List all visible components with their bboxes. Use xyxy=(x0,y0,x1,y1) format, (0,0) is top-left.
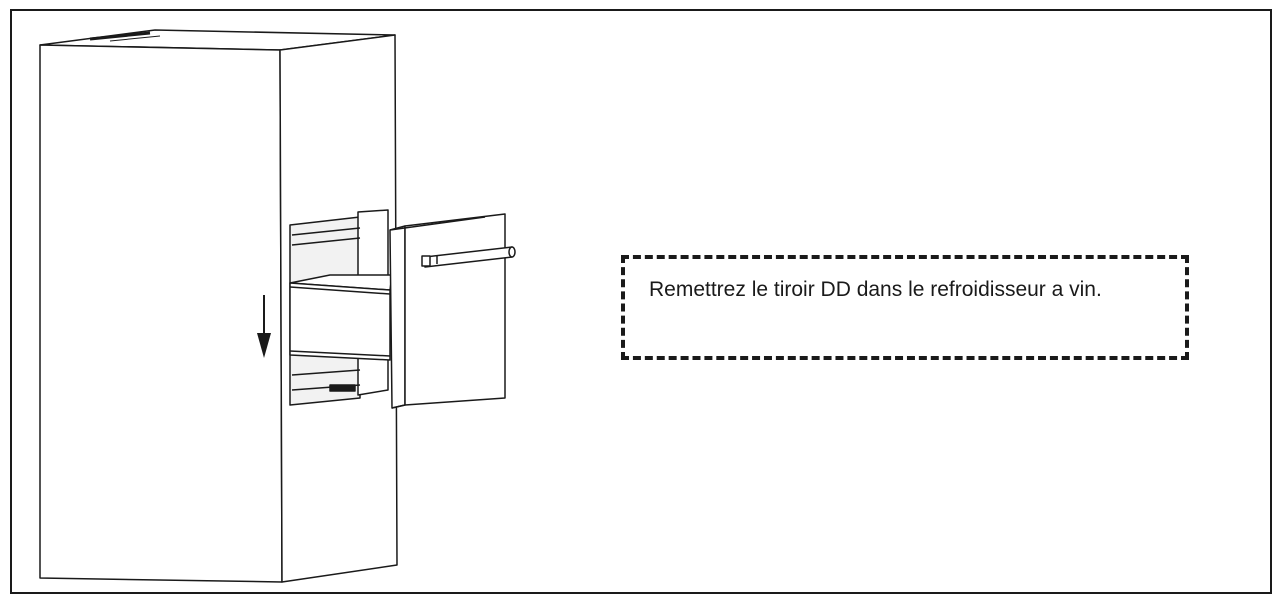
instruction-text: Remettrez le tiroir DD dans le refroidis… xyxy=(649,278,1102,301)
drawer-handle xyxy=(421,246,516,268)
drawer-box xyxy=(289,274,393,392)
arrow-down-icon xyxy=(257,295,271,358)
instruction-callout: Remettrez le tiroir DD dans le refroidis… xyxy=(621,255,1189,360)
drawer-front xyxy=(389,213,506,409)
